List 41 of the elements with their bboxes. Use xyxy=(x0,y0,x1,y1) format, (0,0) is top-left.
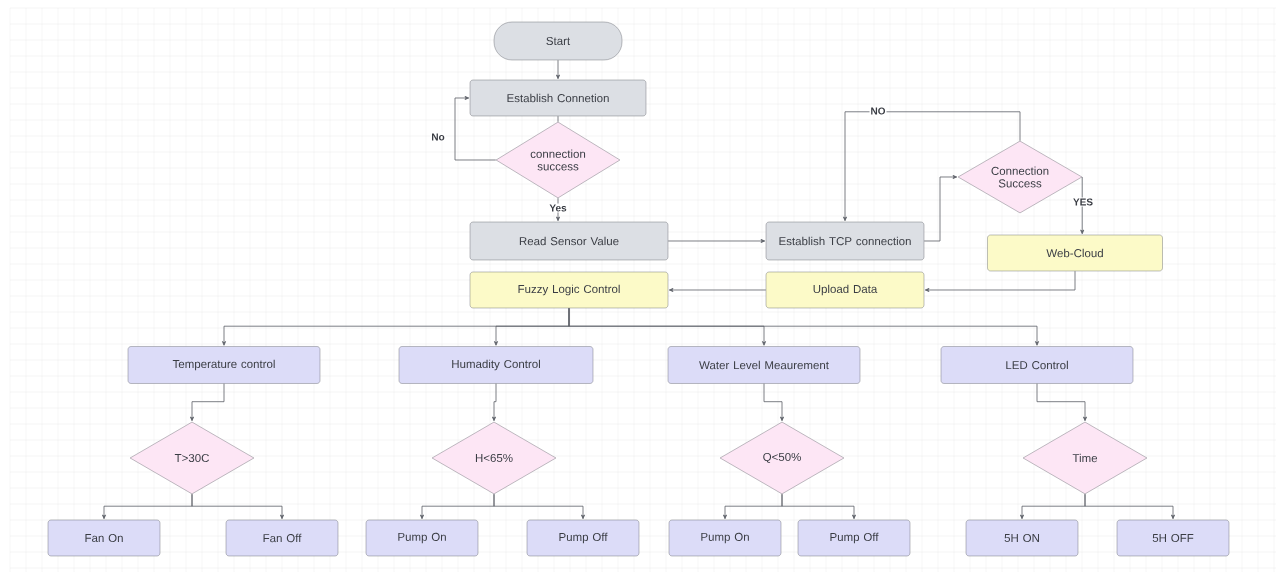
arrow xyxy=(190,383,225,422)
arrow xyxy=(492,383,497,422)
process-box: Establish TCP connection xyxy=(765,221,925,261)
arrow xyxy=(556,59,560,80)
process-box: Upload Data xyxy=(765,271,925,309)
edge-label: No xyxy=(430,132,446,142)
arrow xyxy=(493,493,585,520)
edge-label: Yes xyxy=(548,203,568,213)
arrow xyxy=(454,96,497,161)
process-box: Fan Off xyxy=(225,519,339,557)
arrow xyxy=(1036,383,1087,422)
process-box: Pump On xyxy=(668,519,782,557)
arrow xyxy=(843,111,1021,222)
arrow xyxy=(568,307,1039,346)
process-box: Establish Connetion xyxy=(469,79,647,117)
process-box: Web-Cloud xyxy=(987,234,1163,272)
arrow xyxy=(924,270,1076,292)
arrow xyxy=(1080,176,1085,235)
process-box: Fuzzy Logic Control xyxy=(469,271,669,309)
arrow xyxy=(923,175,958,242)
process-box: Temperature control xyxy=(127,346,321,384)
arrow xyxy=(763,383,784,422)
process-box: Read Sensor Value xyxy=(469,221,669,261)
process-box: Pump On xyxy=(365,519,479,557)
process-box: Water Level Meaurement xyxy=(667,346,861,384)
process-box: 5H OFF xyxy=(1116,519,1230,557)
start-terminal: Start xyxy=(493,21,623,61)
process-box: Pump Off xyxy=(797,519,911,557)
arrow xyxy=(781,493,856,520)
process-box: Humadity Control xyxy=(398,346,594,384)
edge-label: YES xyxy=(1072,197,1094,207)
arrow xyxy=(1084,493,1175,520)
process-box: LED Control xyxy=(940,346,1134,384)
arrow xyxy=(667,239,766,243)
process-box: Fan On xyxy=(47,519,161,557)
process-box: 5H ON xyxy=(965,519,1079,557)
process-box: Pump Off xyxy=(526,519,640,557)
edge-label: NO xyxy=(869,106,887,116)
arrow xyxy=(191,493,284,520)
arrow xyxy=(556,197,560,222)
arrow xyxy=(668,288,767,292)
